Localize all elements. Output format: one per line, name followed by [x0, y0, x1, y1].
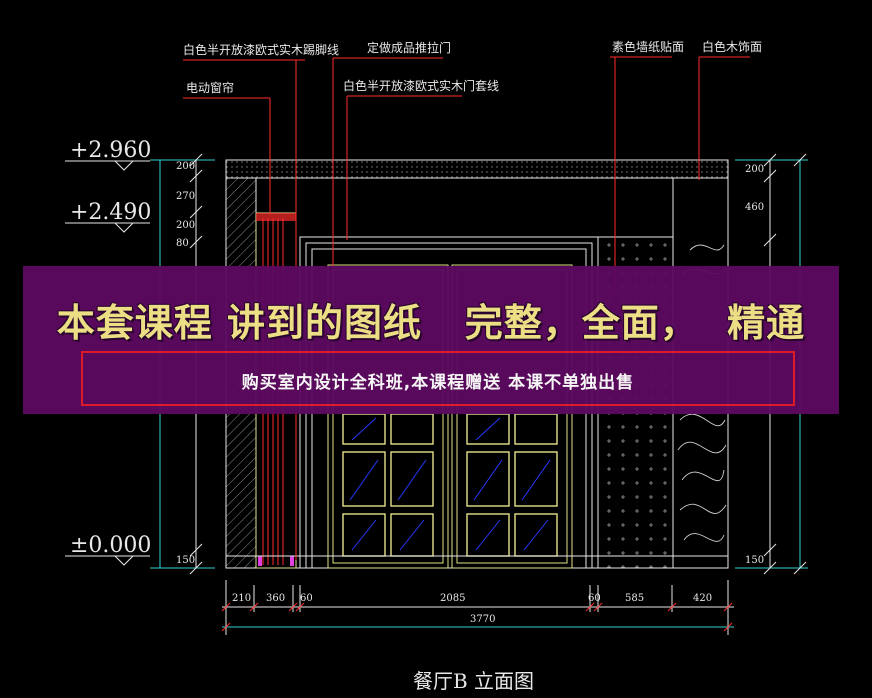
callout-curtain: 电动窗帘 [186, 80, 234, 95]
promo-subline: 购买室内设计全科班,本课程赠送 本课不单独出售 [241, 373, 635, 393]
dim-left-1: 200 [176, 161, 195, 172]
drawing-title: 餐厅B 立面图 [413, 669, 534, 693]
dim-right-1: 200 [745, 164, 764, 175]
level-label-1: +2.960 [70, 138, 151, 163]
dim-right-3: 150 [745, 555, 764, 566]
dim-bottom-3: 60 [300, 593, 313, 604]
dim-bottom-7: 420 [693, 593, 712, 604]
dim-left-4: 80 [176, 238, 189, 249]
callout-sliding-door: 定做成品推拉门 [367, 40, 451, 55]
level-label-3: ±0.000 [70, 533, 151, 558]
callout-wood-panel: 白色木饰面 [702, 39, 762, 54]
dim-bottom-6: 585 [625, 593, 644, 604]
level-markers: +2.960 +2.490 ±0.000 [65, 138, 151, 566]
bottom-dimension-chain: 210 360 60 2085 60 585 420 3770 [221, 580, 734, 635]
dim-total: 3770 [470, 614, 495, 625]
callout-wallpaper: 素色墙纸贴面 [612, 40, 684, 54]
dim-left-3: 200 [176, 220, 195, 231]
dim-right-2: 460 [745, 202, 764, 213]
dim-bottom-1: 210 [232, 593, 251, 604]
promo-banner: 本套课程 讲到的图纸 完整，全面， 精通 购买室内设计全科班,本课程赠送 本课不… [23, 266, 839, 414]
dim-left-5: 150 [176, 555, 195, 566]
dim-left-2: 270 [176, 191, 195, 202]
callout-baseboard: 白色半开放漆欧式实木踢脚线 [183, 42, 339, 57]
promo-subline-box: 购买室内设计全科班,本课程赠送 本课不单独出售 [81, 351, 795, 406]
dim-bottom-4: 2085 [440, 593, 465, 604]
level-label-2: +2.490 [70, 200, 151, 225]
promo-headline: 本套课程 讲到的图纸 完整，全面， 精通 [56, 301, 806, 345]
dim-bottom-5: 60 [588, 593, 601, 604]
callout-door-casing: 白色半开放漆欧式实木门套线 [343, 78, 499, 93]
dim-bottom-2: 360 [266, 593, 285, 604]
